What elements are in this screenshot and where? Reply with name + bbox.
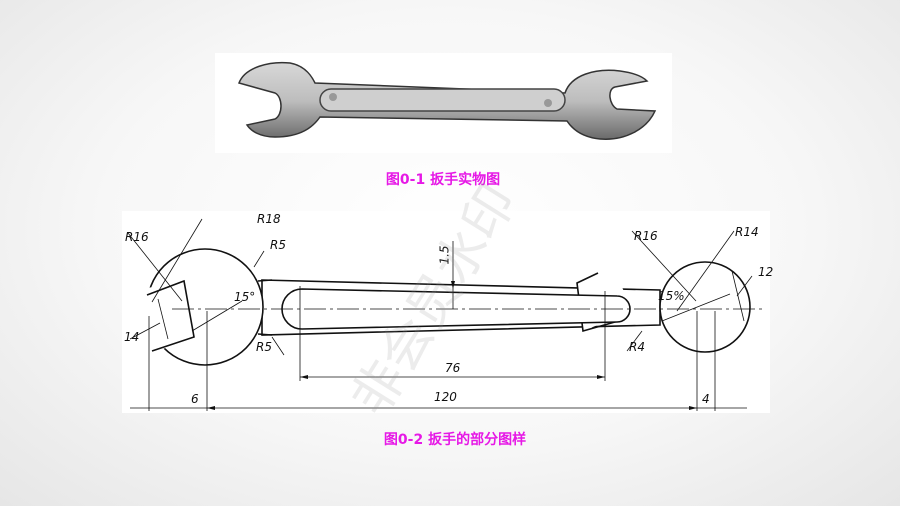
right-head bbox=[659, 261, 751, 353]
label-dim-14: 14 bbox=[124, 330, 140, 344]
wrench-photo bbox=[215, 53, 672, 153]
label-r16-right: R16 bbox=[634, 229, 658, 243]
label-angle-left: 15° bbox=[234, 290, 256, 304]
label-dim-120: 120 bbox=[434, 390, 457, 404]
label-dim-76: 76 bbox=[445, 361, 461, 375]
label-dim-12: 12 bbox=[758, 265, 774, 279]
label-angle-right: 15% bbox=[658, 289, 685, 303]
figure-2-caption: 图0-2 扳手的部分图样 bbox=[383, 432, 527, 448]
label-dim-4: 4 bbox=[702, 392, 710, 406]
label-r5-top: R5 bbox=[270, 238, 286, 252]
label-r18: R18 bbox=[257, 212, 281, 226]
label-r4: R4 bbox=[629, 340, 645, 354]
label-r14: R14 bbox=[735, 225, 759, 239]
wrench-drawing-svg bbox=[127, 218, 762, 411]
label-r16-left: R16 bbox=[125, 230, 149, 244]
label-r5-bottom: R5 bbox=[256, 340, 272, 354]
wrench-photo-image bbox=[238, 61, 657, 140]
label-dim-1-5: 1.5 bbox=[437, 245, 452, 265]
figure-1-caption: 图0-1 扳手实物图 bbox=[385, 172, 501, 188]
wrench-technical-drawing: R16 R18 R5 15° 14 R5 1.5 76 R4 R16 R14 1… bbox=[122, 211, 774, 413]
label-dim-6: 6 bbox=[191, 392, 199, 406]
